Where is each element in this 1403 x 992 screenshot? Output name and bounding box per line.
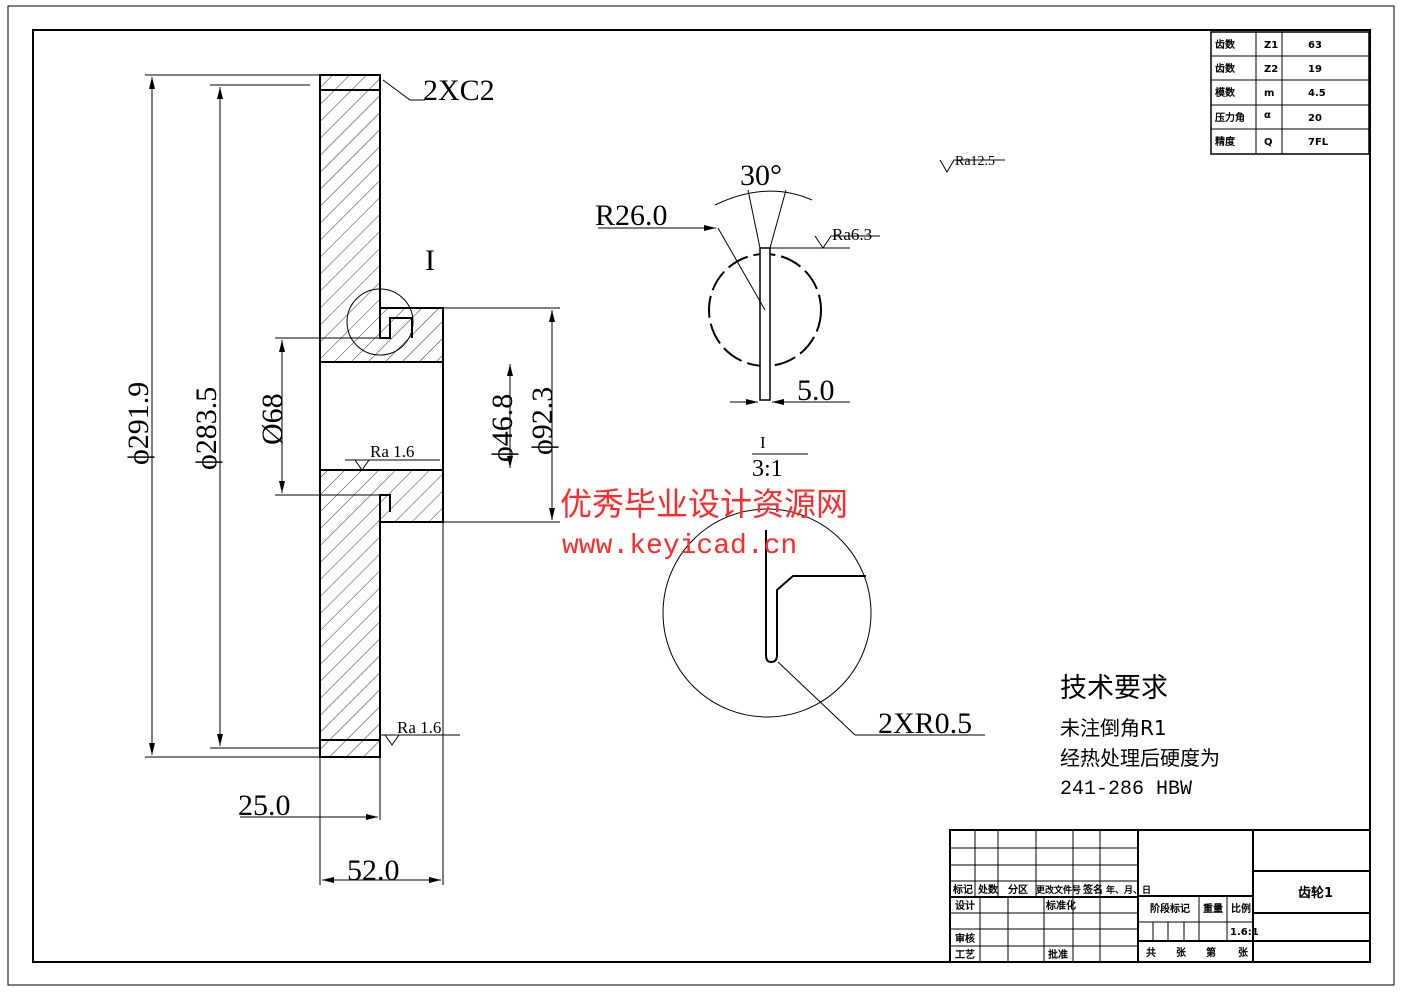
param-value: 7FL: [1308, 137, 1329, 148]
detail-view: [662, 508, 985, 736]
header-mark: 标记: [952, 883, 973, 896]
param-name: 精度: [1215, 135, 1236, 148]
chamfer-label: 2XC2: [423, 74, 495, 107]
roughness-bore: Ra 1.6: [370, 442, 414, 461]
total-label: 共: [1146, 946, 1156, 959]
param-symbol: Z2: [1264, 64, 1278, 75]
header-change-doc: 更改文件号: [1036, 884, 1081, 896]
tech-line: 241-286 HBW: [1060, 778, 1192, 801]
outer-border: [7, 5, 1395, 986]
param-value: 4.5: [1308, 88, 1326, 99]
gear-params-table: [1210, 31, 1370, 155]
detail-scale: 3:1: [752, 456, 783, 482]
detail-label: I: [760, 433, 766, 452]
dim-25: 25.0: [238, 789, 291, 822]
gear-section-view: [319, 74, 444, 758]
stage-label: 阶段标记: [1150, 902, 1190, 915]
param-value: 20: [1308, 113, 1322, 124]
param-symbol: Q: [1264, 137, 1273, 148]
sheet-label: 张: [1238, 946, 1249, 959]
param-name: 压力角: [1215, 111, 1245, 124]
param-value: 63: [1308, 40, 1322, 51]
header-signature: 签名: [1082, 883, 1103, 896]
approve-label: 批准: [1048, 948, 1068, 961]
watermark-name: 优秀毕业设计资源网: [560, 485, 848, 523]
dim-52: 52.0: [347, 854, 400, 887]
title-block: [949, 829, 1371, 963]
tech-line: 未注倒角R1: [1060, 716, 1167, 740]
param-name: 齿数: [1215, 38, 1236, 51]
header-zone: 分区: [1008, 883, 1028, 896]
dimension-lines: [145, 74, 560, 885]
inner-frame: [32, 29, 1371, 963]
roughness-face: Ra 1.6: [397, 718, 441, 737]
scale-value: 1.6:1: [1230, 927, 1259, 938]
angle-label: 30°: [740, 159, 782, 192]
section-mark: I: [425, 244, 435, 277]
review-label: 审核: [955, 932, 975, 945]
tech-line: 经热处理后硬度为: [1060, 746, 1220, 770]
watermark-url: www.keyicad.cn: [562, 531, 797, 562]
scale-label: 比例: [1231, 902, 1251, 915]
roughness-spline: Ra6.3: [832, 225, 872, 244]
weight-label: 重量: [1203, 902, 1223, 915]
page-label: 第: [1206, 946, 1216, 959]
standardization-label: 标准化: [1045, 899, 1076, 912]
process-label: 工艺: [955, 948, 975, 961]
param-name: 模数: [1215, 86, 1236, 99]
param-value: 19: [1308, 64, 1322, 75]
header-date: 年、月、日: [1106, 884, 1151, 896]
header-count: 处数: [977, 883, 999, 896]
fillet-label: 2XR0.5: [878, 707, 972, 740]
param-name: 齿数: [1215, 62, 1236, 75]
dim-d283: ϕ283.5: [190, 387, 223, 470]
spline-section-view: [598, 159, 1005, 405]
roughness-general: Ra12.5: [955, 154, 995, 169]
dim-d92: ϕ92.3: [526, 387, 559, 455]
dim-d46: ϕ46.8: [486, 394, 519, 462]
design-label: 设计: [955, 899, 975, 912]
radius-label: R26.0: [595, 199, 668, 232]
dim-d291: ϕ291.9: [122, 382, 155, 465]
title-block-text: 标记 处数 分区 更改文件号 签名 年、月、日 设计 标准化 审核 工艺 批准 …: [952, 883, 1333, 961]
param-symbol: α: [1264, 110, 1271, 121]
slot-width: 5.0: [797, 374, 835, 407]
part-name: 齿轮1: [1298, 885, 1333, 901]
param-symbol: Z1: [1264, 40, 1278, 51]
params-rows: 齿数 Z1 63 齿数 Z2 19 模数 m 4.5 压力角 α 20 精度 Q 7FL: [1215, 38, 1329, 148]
tech-title: 技术要求: [1060, 673, 1168, 704]
param-symbol: m: [1264, 88, 1274, 99]
sheets-label: 张: [1176, 946, 1187, 959]
dim-d68: Ø68: [256, 393, 289, 445]
